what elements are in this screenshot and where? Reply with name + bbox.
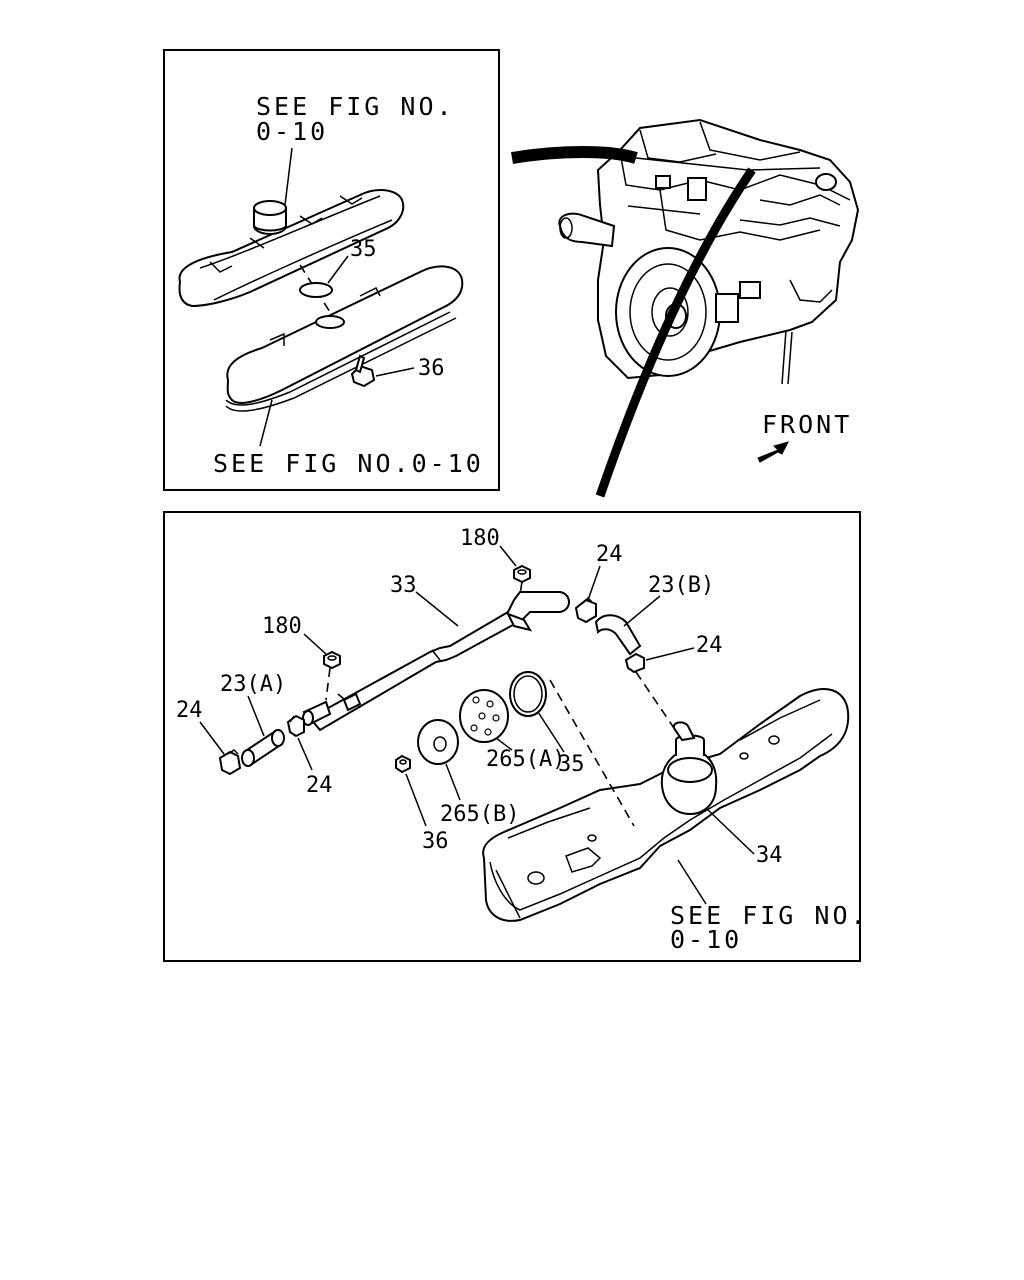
top-panel: SEE FIG NO. 0-10 35	[163, 49, 500, 491]
callout-24-upper: 24	[596, 542, 623, 567]
nut-180-lower	[323, 650, 341, 670]
clamp-24-right	[624, 652, 645, 674]
diaphragm-265a	[459, 689, 509, 743]
cylinder-head-cover	[482, 688, 850, 922]
callout-24-left: 24	[176, 698, 203, 723]
callout-35-top: 35	[350, 237, 377, 262]
pipe-33	[308, 591, 570, 732]
callout-180-lower: 180	[262, 614, 302, 639]
clamp-24-lower	[286, 714, 305, 738]
see-fig-main-number: 0-10	[670, 925, 742, 954]
clamp-24-left	[218, 749, 242, 776]
clamp-24-upper	[574, 596, 597, 624]
indicator-curve-bottom	[595, 167, 756, 498]
see-fig-bottom-leader	[259, 399, 273, 447]
o-ring-35-top	[299, 282, 333, 298]
callout-36-top: 36	[418, 356, 445, 381]
oil-filler-cap	[253, 200, 287, 235]
water-outlet	[558, 212, 616, 248]
see-fig-top-leader	[284, 147, 293, 206]
callout-36: 36	[422, 829, 449, 854]
see-fig-top-label: SEE FIG NO.	[256, 92, 455, 121]
see-fig-main-leader	[677, 859, 707, 905]
screw-36	[395, 754, 411, 774]
hose-23a	[241, 729, 285, 767]
head-cover-lower	[225, 265, 464, 412]
indicator-curve-top	[511, 146, 638, 164]
o-ring-35	[509, 671, 547, 717]
callout-24-right: 24	[696, 633, 723, 658]
hose-23b	[594, 614, 642, 656]
engine-view: FRONT	[511, 118, 860, 498]
callout-23a: 23(A)	[220, 672, 286, 697]
callout-265b: 265(B)	[440, 802, 519, 827]
nut-180-upper	[513, 564, 531, 584]
front-label: FRONT	[762, 410, 852, 439]
callout-265a: 265(A)	[486, 747, 565, 772]
see-fig-main-label: SEE FIG NO.	[670, 901, 869, 930]
rocker-cover-upper	[178, 188, 405, 308]
callout-33: 33	[390, 573, 417, 598]
main-panel: 34 33 180 180	[163, 511, 869, 962]
callout-35: 35	[558, 752, 585, 777]
callout-180-upper: 180	[460, 526, 500, 551]
bolt-36-top	[350, 354, 376, 388]
top-dash-line	[299, 264, 331, 313]
callout-34: 34	[756, 843, 783, 868]
see-fig-bottom-label: SEE FIG NO.0-10	[213, 449, 484, 478]
callout-23b: 23(B)	[648, 573, 714, 598]
front-arrow-icon	[757, 441, 789, 463]
see-fig-top-number: 0-10	[256, 117, 328, 146]
plate-265b	[417, 719, 459, 765]
callout-24-lower: 24	[306, 773, 333, 798]
